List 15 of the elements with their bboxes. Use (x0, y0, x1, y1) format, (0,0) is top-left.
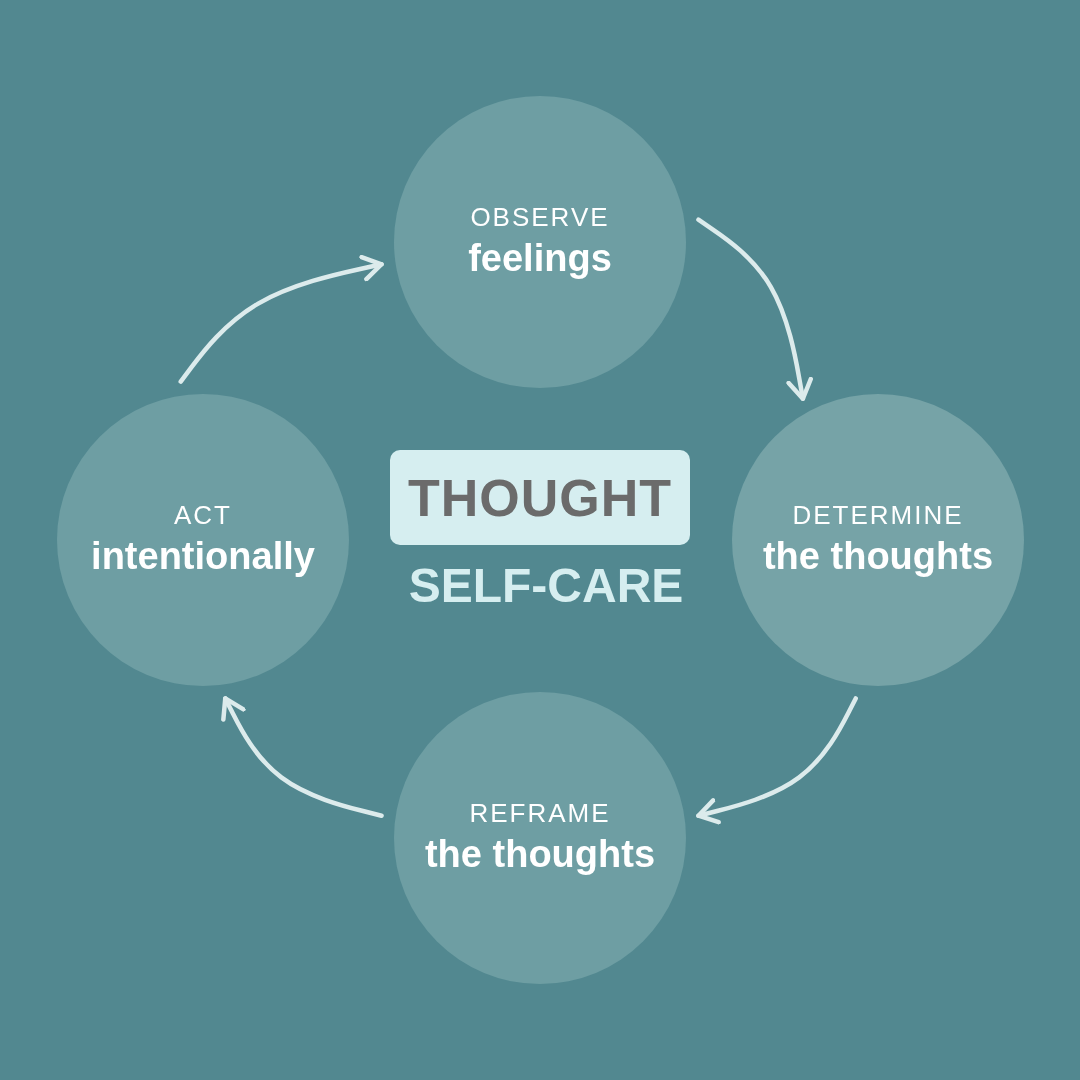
step-title: feelings (468, 237, 612, 282)
subtitle: SELF-CARE (408, 558, 684, 613)
step-title: the thoughts (424, 833, 656, 878)
curved-arrow (178, 254, 384, 384)
step-label: OBSERVE (470, 202, 610, 232)
step-label: ACT (174, 500, 232, 530)
step-title: the thoughts (762, 535, 994, 580)
step-label: REFRAME (469, 798, 611, 828)
curved-arrow (696, 217, 814, 401)
curved-arrow (696, 696, 858, 825)
title-text: THOUGHT (407, 467, 673, 528)
step-label: DETERMINE (792, 500, 964, 530)
title-box (390, 450, 690, 545)
step-title: intentionally (91, 535, 315, 580)
curved-arrow (221, 696, 384, 818)
